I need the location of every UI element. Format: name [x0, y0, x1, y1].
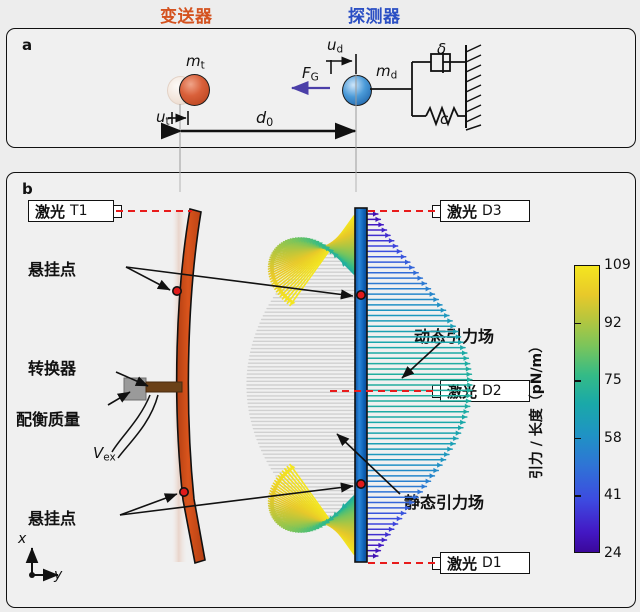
- colorbar: [574, 265, 600, 553]
- laser-d1-cn: 激光: [447, 554, 478, 573]
- label-balance-mass: 配衡质量: [16, 410, 81, 429]
- label-dynamic-field: 动态引力场: [414, 327, 495, 346]
- laser-d3-connector: [432, 205, 441, 218]
- panel-a: [6, 28, 636, 148]
- label-static-field: 静态引力场: [404, 493, 485, 512]
- colorbar-title: 引力 / 长度（pN/m）: [529, 338, 545, 480]
- laser-t1-id: T1: [70, 203, 88, 219]
- colorbar-tick-label: 109: [604, 257, 631, 273]
- laser-t1-connector: [113, 205, 122, 218]
- label-suspension-bottom: 悬挂点: [28, 509, 77, 528]
- label-transducer: 转换器: [28, 359, 77, 378]
- laser-box-d1[interactable]: 激光 D1: [432, 552, 530, 574]
- panel-a-letter: a: [22, 36, 33, 54]
- colorbar-tick-label: 24: [604, 545, 622, 561]
- laser-d1-connector: [432, 557, 441, 570]
- label-delta: δ: [437, 40, 447, 58]
- laser-box-t1[interactable]: 激光 T1: [28, 200, 122, 222]
- laser-d3-id: D3: [482, 203, 502, 219]
- colorbar-tick-label: 75: [604, 372, 622, 389]
- label-suspension-top: 悬挂点: [28, 260, 77, 279]
- colorbar-tick: [574, 495, 581, 497]
- label-axis-x: x: [18, 531, 27, 547]
- laser-t1-cn: 激光: [35, 202, 66, 221]
- transmitter-mass-sphere: [179, 74, 210, 106]
- panel-b-letter: b: [22, 180, 33, 198]
- label-vex: Vex: [93, 444, 116, 464]
- header-transmitter: 变送器: [160, 7, 213, 27]
- laser-d2-connector: [432, 385, 441, 398]
- laser-d1-id: D1: [482, 555, 502, 571]
- laser-d2-id: D2: [482, 383, 502, 399]
- detector-mass-sphere: [342, 75, 372, 106]
- label-d0: d0: [256, 108, 274, 129]
- colorbar-tick: [574, 322, 581, 324]
- label-md: md: [376, 62, 398, 82]
- colorbar-gradient: [574, 265, 600, 553]
- label-ut: ut: [156, 108, 170, 128]
- label-c: c: [440, 110, 449, 128]
- laser-d3-cn: 激光: [447, 202, 478, 221]
- laser-box-d3[interactable]: 激光 D3: [432, 200, 530, 222]
- label-mt: mt: [186, 52, 205, 72]
- colorbar-tick: [574, 380, 581, 382]
- label-axis-y: y: [54, 567, 63, 583]
- laser-d2-cn: 激光: [447, 382, 478, 401]
- label-fg: FG: [302, 64, 319, 84]
- header-detector: 探测器: [348, 7, 401, 27]
- label-ud: ud: [327, 36, 344, 56]
- laser-box-d2[interactable]: 激光 D2: [432, 380, 530, 402]
- colorbar-tick-label: 41: [604, 487, 622, 504]
- colorbar-tick: [574, 437, 581, 440]
- colorbar-tick-label: 92: [604, 314, 622, 331]
- colorbar-tick-label: 58: [604, 429, 622, 446]
